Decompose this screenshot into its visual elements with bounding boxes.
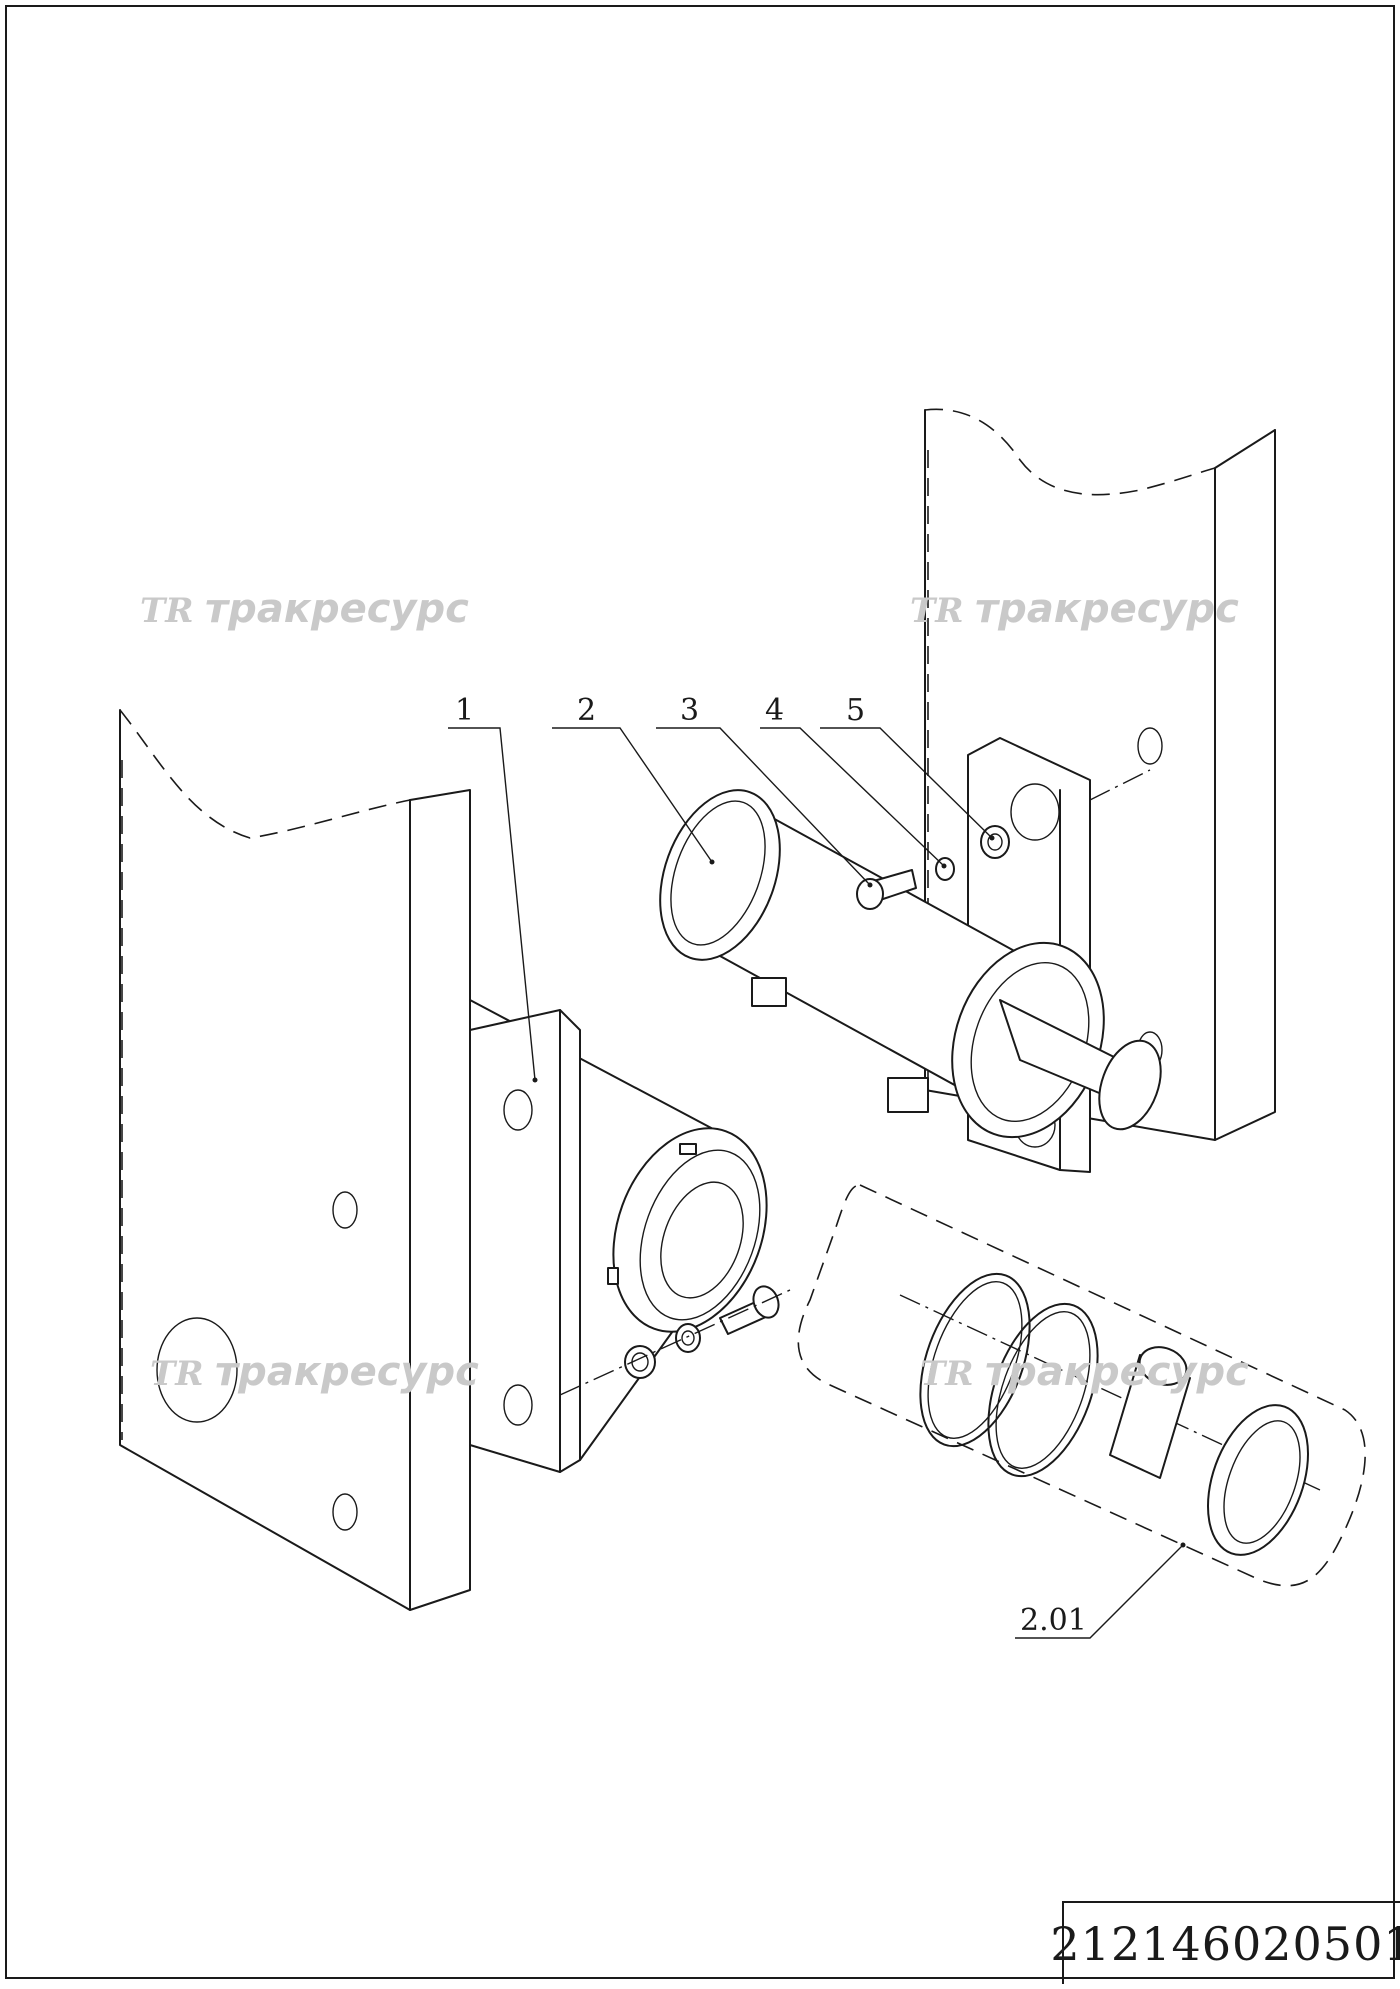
callout-5: 5 <box>846 693 865 728</box>
svg-text:тракресурс: тракресурс <box>985 1349 1249 1395</box>
watermark-bottom-right: TR тракресурс <box>920 1349 1249 1395</box>
svg-text:TR: TR <box>150 1354 204 1394</box>
top-bolt <box>856 869 917 910</box>
cylinder-body <box>659 789 1162 1139</box>
watermark-bottom-left: TR тракресурс <box>150 1349 479 1395</box>
svg-text:тракресурс: тракресурс <box>205 586 469 632</box>
left-frame-beam <box>119 709 471 1611</box>
callout-leaders <box>448 727 1186 1639</box>
sheet-border <box>5 5 1395 1979</box>
svg-text:TR: TR <box>920 1354 974 1394</box>
callout-2: 2 <box>577 693 596 728</box>
callout-1: 1 <box>455 693 474 728</box>
callout-3: 3 <box>680 693 699 728</box>
svg-text:TR: TR <box>140 591 194 631</box>
svg-text:тракресурс: тракресурс <box>975 586 1239 632</box>
left-bushing <box>607 1127 768 1333</box>
document-code: 212146020501 <box>1050 1901 1400 1984</box>
svg-text:TR: TR <box>910 591 964 631</box>
watermark-top-left: TR тракресурс <box>140 586 469 632</box>
seal-kit-group <box>797 1184 1366 1587</box>
left-fasteners <box>559 1285 791 1396</box>
right-frame-beam <box>924 408 1276 1141</box>
watermark-top-right: TR тракресурс <box>910 586 1239 632</box>
callout-4: 4 <box>765 693 784 728</box>
callout-2-01: 2.01 <box>1020 1603 1087 1638</box>
svg-text:тракресурс: тракресурс <box>215 1349 479 1395</box>
